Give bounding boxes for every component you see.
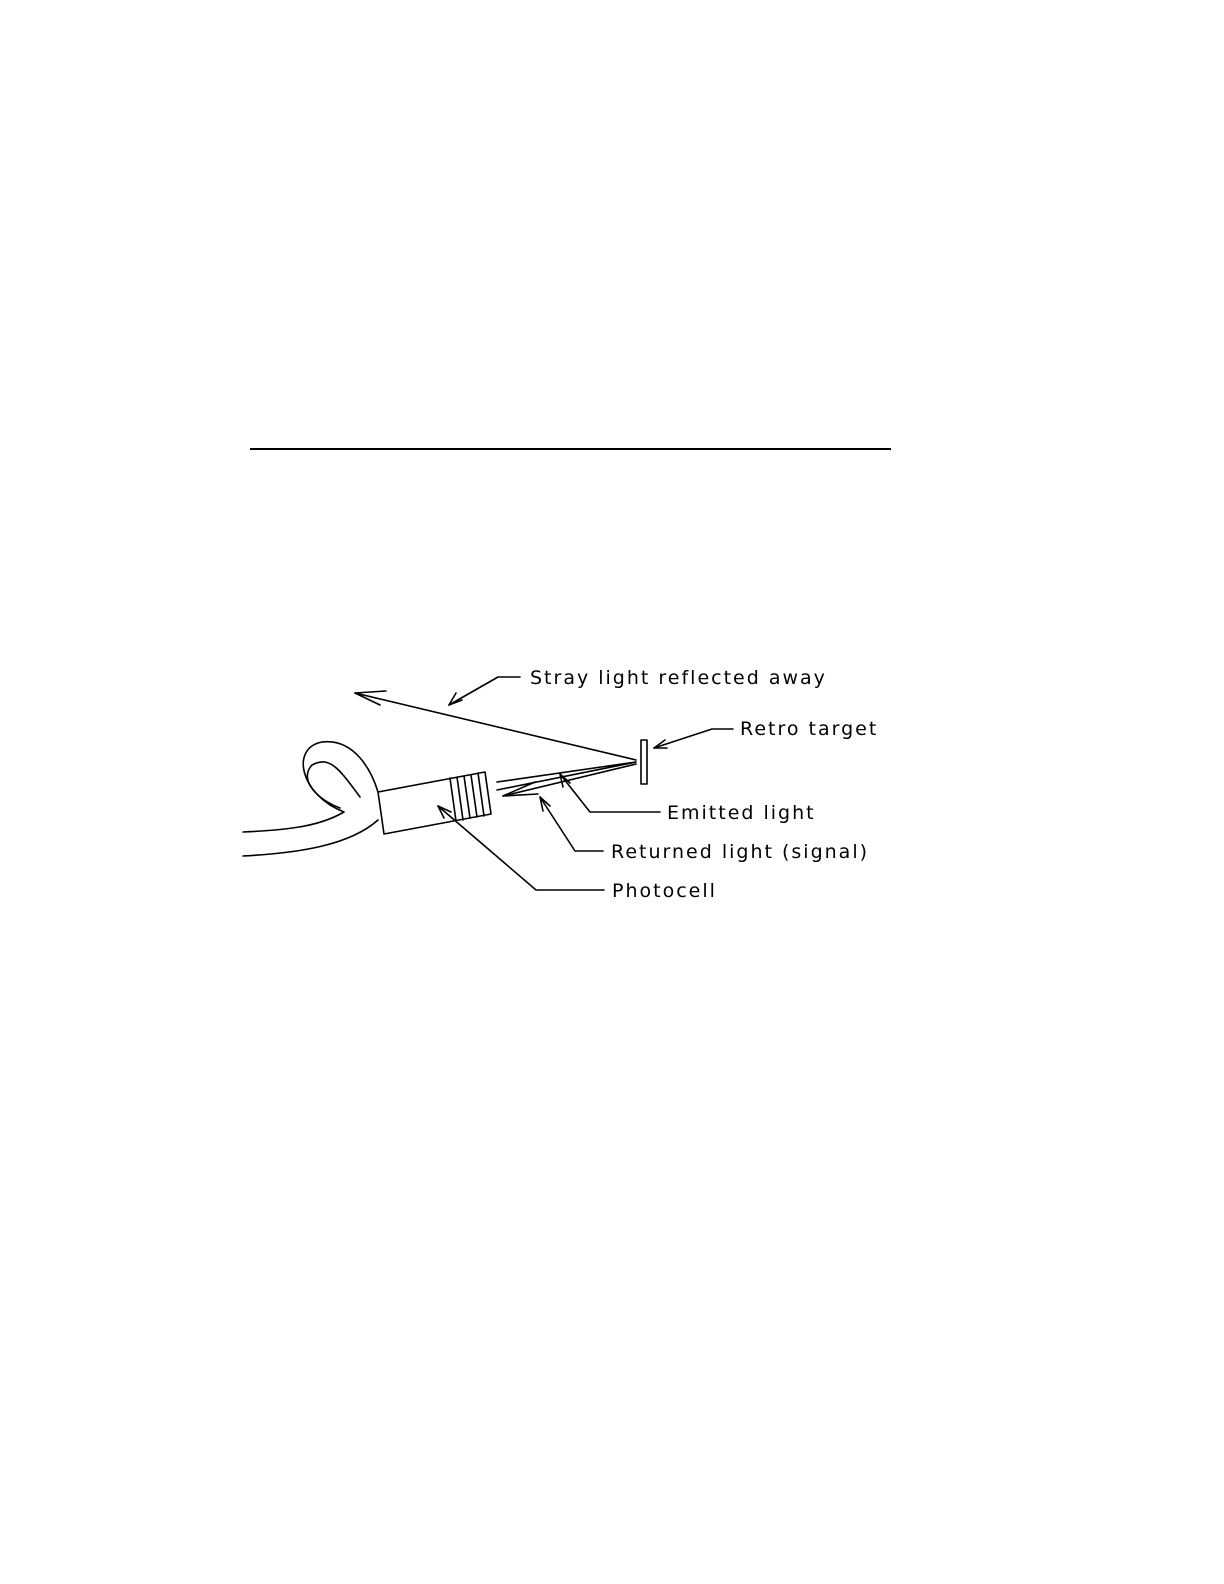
stray-light-ray [355, 691, 636, 760]
retro-target [641, 740, 647, 784]
returned-light-label: Returned light (signal) [611, 841, 869, 863]
stray-light-label: Stray light reflected away [530, 667, 827, 689]
cable [243, 742, 378, 856]
retro-leader [654, 729, 733, 748]
stray-leader [449, 677, 520, 705]
photocell-body [378, 772, 491, 834]
emitted-leader [560, 774, 660, 812]
photocell-label: Photocell [612, 880, 717, 902]
returned-light-ray [503, 764, 636, 796]
emitted-light-label: Emitted light [667, 802, 816, 824]
returned-leader [540, 797, 603, 851]
retro-target-label: Retro target [740, 718, 878, 740]
emitted-light-ray [497, 762, 636, 790]
